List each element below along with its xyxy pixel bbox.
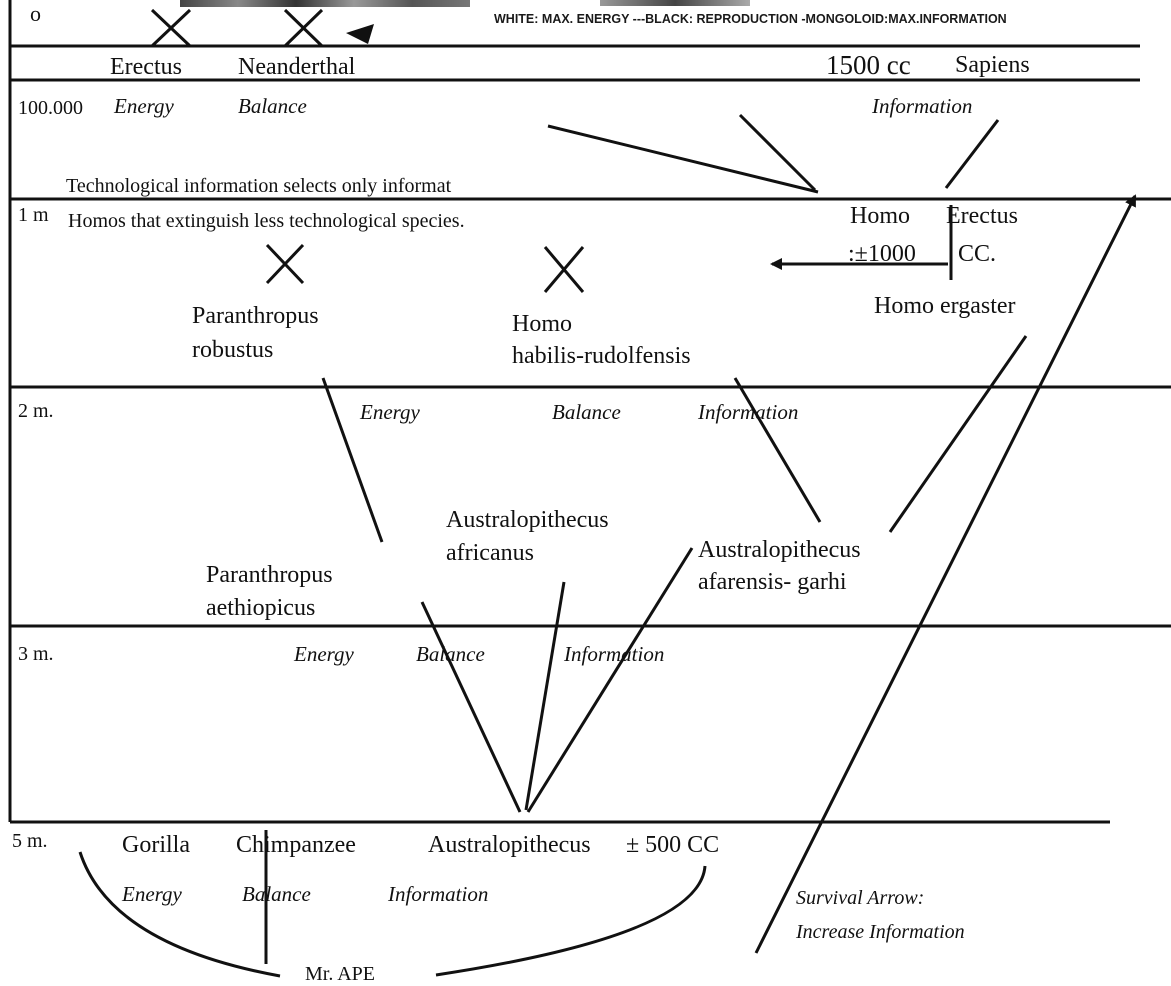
extinct-cross-neanderthal [283, 8, 324, 48]
australopithecus-africanus-line-2: africanus [446, 540, 534, 566]
tech-note-line-2: Homos that extinguish less technological… [68, 210, 465, 232]
homo-erectus-line-2: Erectus [946, 203, 1018, 229]
row-5m-energy: Energy [122, 882, 182, 906]
africanus-line [524, 581, 566, 811]
species-erectus-top: Erectus [110, 54, 182, 80]
photo-strip-top-right [600, 0, 750, 6]
australopithecus-africanus-line-1: Australopithecus [446, 507, 609, 533]
row-100k-information: Information [872, 94, 973, 118]
homo-habilis-line-1: Homo [512, 311, 572, 337]
brain-size-1500: 1500 cc [826, 50, 911, 80]
top-tick-label: o [30, 1, 41, 26]
branch-line-b [738, 113, 817, 192]
homo-erectus-cc-1: :±1000 [848, 241, 916, 267]
row-2m-information: Information [698, 400, 799, 424]
extinct-cross-robustus [265, 243, 305, 285]
extinct-cross-habilis [543, 246, 585, 293]
homo-erectus-cc-2: CC. [958, 241, 997, 267]
australopithecus-afarensis-line-2: afarensis- garhi [698, 569, 847, 595]
aethiopicus-line [420, 601, 522, 813]
species-homo-ergaster: Homo ergaster [874, 293, 1016, 319]
row-2m-energy: Energy [360, 400, 420, 424]
ergaster-line [888, 335, 1028, 533]
robustus-line [321, 377, 384, 543]
row-5m-balance: Balance [242, 882, 311, 906]
time-label-100k: 100.000 [18, 97, 83, 119]
row-100k-energy: Energy [114, 94, 174, 118]
homo-erectus-line-1: Homo [850, 203, 910, 229]
row-5m-information: Information [388, 882, 489, 906]
color-legend: WHITE: MAX. ENERGY ---BLACK: REPRODUCTIO… [494, 12, 1007, 26]
tech-note-line-1: Technological information selects only i… [66, 175, 452, 197]
afarensis-line [526, 547, 694, 813]
branch-line-a [547, 124, 819, 194]
mr-ape-label: Mr. APE [305, 963, 376, 985]
neanderthal-arrow-head [346, 24, 374, 44]
paranthropus-aethiopicus-line-1: Paranthropus [206, 562, 333, 588]
row-2m-balance: Balance [552, 400, 621, 424]
species-sapiens: Sapiens [955, 52, 1030, 78]
mr-ape-curve-right [435, 865, 707, 977]
paranthropus-robustus-line-1: Paranthropus [192, 303, 319, 329]
australopithecus-afarensis-line-1: Australopithecus [698, 537, 861, 563]
survival-arrow-label-2: Increase Information [796, 921, 965, 943]
mr-ape-curve-left [78, 851, 281, 978]
species-australopithecus-base: Australopithecus [428, 832, 591, 858]
row-3m-energy: Energy [294, 642, 354, 666]
species-gorilla: Gorilla [122, 832, 190, 858]
time-label-5m: 5 m. [12, 830, 48, 852]
survival-arrow-label-1: Survival Arrow: [796, 887, 925, 909]
paranthropus-robustus-line-2: robustus [192, 337, 274, 363]
species-neanderthal: Neanderthal [238, 54, 356, 80]
row-100k-balance: Balance [238, 94, 307, 118]
extinct-cross-erectus [150, 8, 192, 48]
species-chimpanzee: Chimpanzee [236, 832, 356, 858]
branch-line-c [944, 119, 1000, 189]
habilis-line [733, 377, 822, 523]
homo-habilis-line-2: habilis-rudolfensis [512, 343, 691, 369]
time-label-1m: 1 m [18, 204, 49, 226]
time-label-3m: 3 m. [18, 643, 54, 665]
survival-arrow [754, 194, 1137, 954]
time-label-2m: 2 m. [18, 400, 54, 422]
row-3m-balance: Balance [416, 642, 485, 666]
photo-strip-top [180, 0, 470, 7]
row-3m-information: Information [564, 642, 665, 666]
brain-size-500: ± 500 CC [626, 832, 720, 858]
paranthropus-aethiopicus-line-2: aethiopicus [206, 595, 316, 621]
